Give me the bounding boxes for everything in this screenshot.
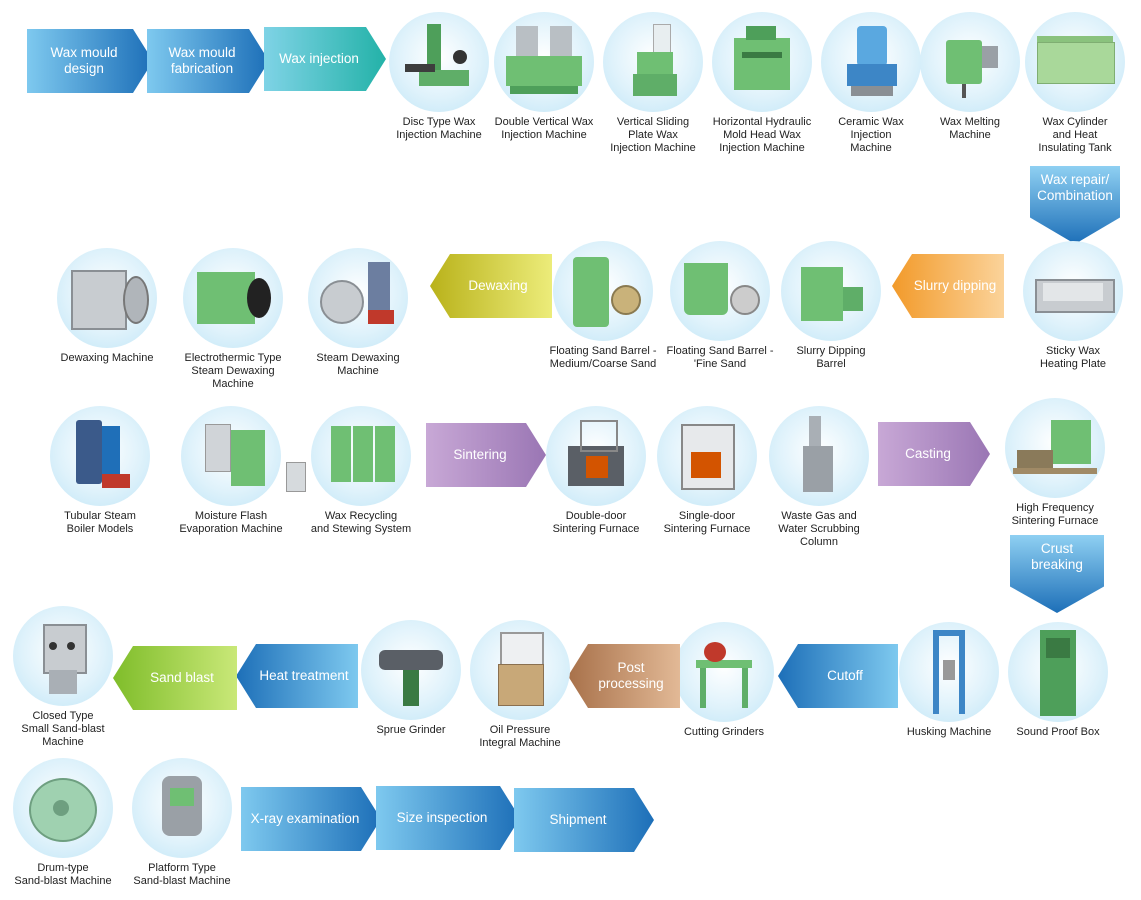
injection-machine-icon — [821, 12, 921, 112]
machine-sound-proof-box: Sound Proof Box — [998, 622, 1118, 739]
machine-tubular-boiler: Tubular Steam Boiler Models — [40, 406, 160, 536]
machine-platform-sandblast: Platform Type Sand-blast Machine — [122, 758, 242, 888]
step-heat-treatment: Heat treatment — [236, 644, 358, 708]
step-dewaxing: Dewaxing — [430, 254, 552, 318]
machine-floating-sand-medium: Floating Sand Barrel - Medium/Coarse San… — [543, 241, 663, 371]
machine-husking: Husking Machine — [889, 622, 1009, 739]
machine-single-door-furnace: Single-door Sintering Furnace — [647, 406, 767, 536]
step-sand-blast: Sand blast — [113, 646, 237, 710]
step-wax-mould-fabrication: Wax mould fabrication — [147, 29, 269, 93]
machine-ceramic-wax: Ceramic Wax Injection Machine — [811, 12, 931, 155]
step-wax-repair: Wax repair/ Combination — [1030, 166, 1120, 244]
machine-horizontal-hydraulic: Horizontal Hydraulic Mold Head Wax Injec… — [702, 12, 822, 155]
step-wax-injection: Wax injection — [264, 27, 386, 91]
step-shipment: Shipment — [514, 788, 654, 852]
machine-floating-sand-fine: Floating Sand Barrel - 'Fine Sand — [660, 241, 780, 371]
machine-electrothermic-dewaxing: Electrothermic Type Steam Dewaxing Machi… — [173, 248, 293, 391]
control-cabinet-icon — [286, 462, 306, 492]
step-sintering: Sintering — [426, 423, 546, 487]
machine-moisture-flash: Moisture Flash Evaporation Machine — [171, 406, 291, 536]
step-casting: Casting — [878, 422, 990, 486]
furnace-icon — [657, 406, 757, 506]
injection-machine-icon — [603, 12, 703, 112]
furnace-icon — [546, 406, 646, 506]
step-xray-examination: X-ray examination — [241, 787, 381, 851]
machine-waste-gas-column: Waste Gas and Water Scrubbing Column — [759, 406, 879, 549]
machine-vertical-sliding: Vertical Sliding Plate Wax Injection Mac… — [593, 12, 713, 155]
machine-double-door-furnace: Double-door Sintering Furnace — [536, 406, 656, 536]
machine-cutting-grinders: Cutting Grinders — [664, 622, 784, 739]
injection-machine-icon — [389, 12, 489, 112]
step-post-processing: Post processing — [568, 644, 680, 708]
sandblast-cabinet-icon — [132, 758, 232, 858]
machine-slurry-dipping-barrel: Slurry Dipping Barrel — [771, 241, 891, 371]
machine-disc-wax-injection: Disc Type Wax Injection Machine — [379, 12, 499, 142]
machine-wax-recycling: Wax Recycling and Stewing System — [301, 406, 421, 536]
machine-closed-sandblast: Closed Type Small Sand-blast Machine — [3, 606, 123, 749]
machine-drum-sandblast: Drum-type Sand-blast Machine — [3, 758, 123, 888]
machine-sticky-wax-heating-plate: Sticky Wax Heating Plate — [1013, 241, 1133, 371]
sandblast-cabinet-icon — [13, 606, 113, 706]
step-slurry-dipping: Slurry dipping — [892, 254, 1004, 318]
step-cutoff: Cutoff — [778, 644, 898, 708]
injection-machine-icon — [712, 12, 812, 112]
step-size-inspection: Size inspection — [376, 786, 520, 850]
tank-icon — [920, 12, 1020, 112]
machine-double-vertical: Double Vertical Wax Injection Machine — [484, 12, 604, 142]
injection-machine-icon — [494, 12, 594, 112]
machine-sprue-grinder: Sprue Grinder — [351, 620, 471, 737]
machine-steam-dewaxing: Steam Dewaxing Machine — [298, 248, 418, 378]
machine-dewaxing: Dewaxing Machine — [47, 248, 167, 365]
machine-hf-furnace: High Frequency Sintering Furnace — [995, 398, 1115, 528]
machine-wax-melting: Wax Melting Machine — [910, 12, 1030, 142]
machine-wax-cylinder: Wax Cylinder and Heat Insulating Tank — [1015, 12, 1135, 155]
step-crust-breaking: Crust breaking — [1010, 535, 1104, 613]
step-wax-mould-design: Wax mould design — [27, 29, 153, 93]
machine-oil-pressure: Oil Pressure Integral Machine — [460, 620, 580, 750]
sandblast-cabinet-icon — [13, 758, 113, 858]
tank-icon — [1025, 12, 1125, 112]
